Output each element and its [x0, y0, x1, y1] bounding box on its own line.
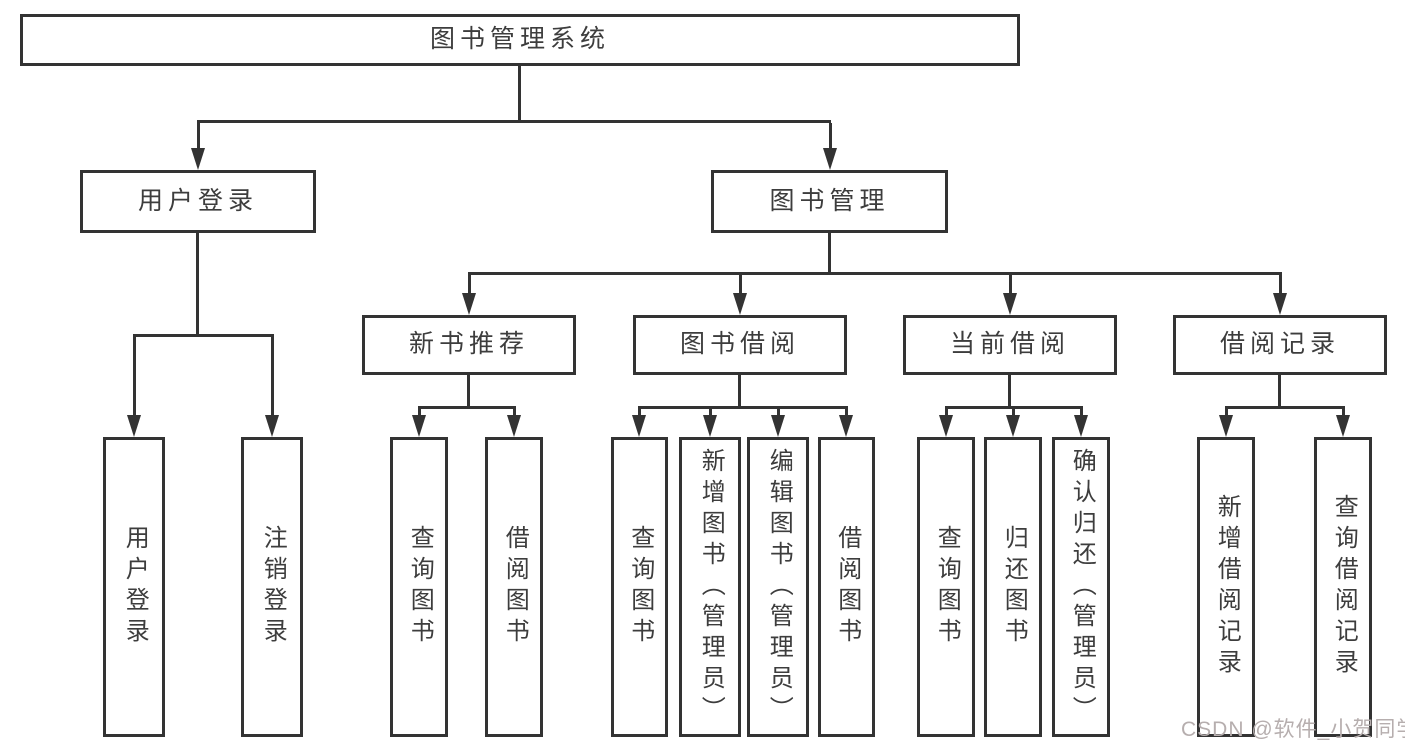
connector-line [1080, 406, 1083, 417]
node-query-books-borrow: 查询图书 [611, 437, 668, 737]
connector-line [777, 406, 780, 417]
node-root-label: 图书管理系统 [429, 25, 610, 54]
arrowhead-icon [823, 148, 837, 170]
node-user-login: 用户登录 [80, 170, 316, 233]
node-add-books-admin: 新增图书（管理员） [679, 437, 741, 737]
connector-line [945, 406, 948, 417]
arrowhead-icon [1006, 415, 1020, 437]
arrowhead-icon [1003, 293, 1017, 315]
arrowhead-icon [839, 415, 853, 437]
node-query-books-current: 查询图书 [917, 437, 975, 737]
node-confirm-return-admin-label: 确认归还（管理员） [1068, 447, 1096, 727]
connector-line [829, 123, 832, 150]
node-new-book-recommendation-label: 新书推荐 [408, 330, 529, 359]
node-book-borrowing-label: 图书借阅 [679, 330, 800, 359]
connector-line [709, 406, 712, 417]
node-add-borrow-record-label: 新增借阅记录 [1213, 494, 1241, 680]
arrowhead-icon [265, 415, 279, 437]
connector-line [845, 406, 848, 417]
node-confirm-return-admin: 确认归还（管理员） [1052, 437, 1110, 737]
node-book-management: 图书管理 [711, 170, 948, 233]
node-borrow-books-leaf-label: 借阅图书 [833, 525, 861, 649]
connector-line [197, 123, 200, 150]
connector-line [468, 272, 1282, 275]
node-root: 图书管理系统 [20, 14, 1020, 66]
connector-line [1278, 375, 1281, 406]
connector-line [739, 275, 742, 295]
arrowhead-icon [703, 415, 717, 437]
node-borrow-books-recommend-label: 借阅图书 [501, 525, 529, 649]
connector-line [828, 233, 831, 272]
arrowhead-icon [127, 415, 141, 437]
arrowhead-icon [1273, 293, 1287, 315]
arrowhead-icon [507, 415, 521, 437]
connector-line [1008, 375, 1011, 406]
connector-line [518, 66, 521, 120]
connector-line [418, 406, 421, 417]
node-current-borrowing-label: 当前借阅 [949, 330, 1070, 359]
node-borrowing-records: 借阅记录 [1173, 315, 1387, 375]
node-logout-label: 注销登录 [259, 525, 287, 649]
connector-line [133, 337, 136, 417]
connector-line [1342, 406, 1345, 417]
arrowhead-icon [1074, 415, 1088, 437]
connector-line [196, 233, 199, 334]
connector-line [418, 406, 515, 409]
connector-line [1279, 275, 1282, 295]
connector-line [738, 375, 741, 406]
connector-line [1012, 406, 1015, 417]
node-borrowing-records-label: 借阅记录 [1219, 330, 1340, 359]
node-query-books-recommend: 查询图书 [390, 437, 448, 737]
arrowhead-icon [462, 293, 476, 315]
arrowhead-icon [1336, 415, 1350, 437]
node-query-books-borrow-label: 查询图书 [626, 525, 654, 649]
connector-line [133, 334, 274, 337]
connector-line [1225, 406, 1344, 409]
arrowhead-icon [771, 415, 785, 437]
node-edit-books-admin: 编辑图书（管理员） [747, 437, 809, 737]
node-query-books-current-label: 查询图书 [933, 525, 961, 649]
connector-line [271, 337, 274, 417]
connector-line [468, 275, 471, 295]
node-borrow-books-recommend: 借阅图书 [485, 437, 543, 737]
connector-line [467, 375, 470, 406]
arrowhead-icon [191, 148, 205, 170]
connector-line [1009, 275, 1012, 295]
node-logout: 注销登录 [241, 437, 303, 737]
node-borrow-books-leaf: 借阅图书 [818, 437, 875, 737]
arrowhead-icon [1219, 415, 1233, 437]
node-current-borrowing: 当前借阅 [903, 315, 1117, 375]
node-user-login-leaf: 用户登录 [103, 437, 165, 737]
arrowhead-icon [412, 415, 426, 437]
connector-line [513, 406, 516, 417]
node-user-login-label: 用户登录 [137, 186, 258, 215]
node-book-borrowing: 图书借阅 [633, 315, 847, 375]
node-new-book-recommendation: 新书推荐 [362, 315, 576, 375]
arrowhead-icon [632, 415, 646, 437]
node-user-login-leaf-label: 用户登录 [121, 525, 149, 649]
arrowhead-icon [939, 415, 953, 437]
node-query-books-recommend-label: 查询图书 [406, 525, 434, 649]
connector-line [197, 120, 831, 123]
node-add-books-admin-label: 新增图书（管理员） [697, 447, 725, 727]
connector-line [1225, 406, 1228, 417]
node-edit-books-admin-label: 编辑图书（管理员） [765, 447, 793, 727]
node-return-books-label: 归还图书 [1000, 525, 1028, 649]
watermark: CSDN @软件_小贺同学 [1181, 718, 1405, 741]
connector-line [638, 406, 641, 417]
node-query-borrow-record: 查询借阅记录 [1314, 437, 1372, 737]
arrowhead-icon [733, 293, 747, 315]
node-book-management-label: 图书管理 [769, 186, 890, 215]
node-query-borrow-record-label: 查询借阅记录 [1330, 494, 1358, 680]
connector-line [638, 406, 847, 409]
node-return-books: 归还图书 [984, 437, 1042, 737]
node-add-borrow-record: 新增借阅记录 [1197, 437, 1255, 737]
